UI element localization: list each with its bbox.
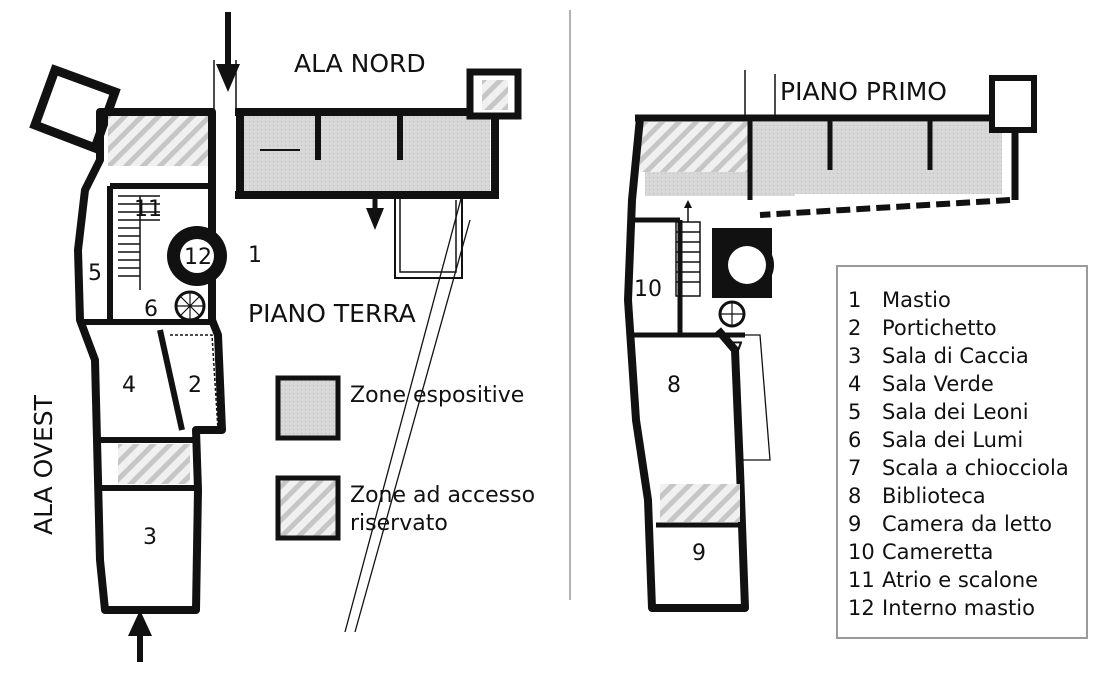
west-reserved-zone-north — [108, 108, 208, 166]
room-number-6: 6 — [144, 297, 158, 322]
key-number: 7 — [848, 456, 861, 480]
first-reserved-zone-south — [660, 484, 740, 522]
ground-floor-plan — [29, 12, 522, 662]
key-name: Sala dei Leoni — [882, 400, 1029, 424]
room-number-5: 5 — [88, 261, 102, 286]
key-number: 3 — [848, 344, 861, 368]
room-number-11: 11 — [134, 197, 162, 222]
room-number-12: 12 — [184, 245, 212, 270]
key-name: Portichetto — [882, 316, 997, 340]
key-number: 9 — [848, 512, 861, 536]
garden-path — [344, 194, 463, 633]
entrance-arrow-south — [128, 610, 152, 662]
key-name: Sala Verde — [882, 372, 994, 396]
label-piano-terra: PIANO TERRA — [248, 299, 416, 328]
first-floor-plan — [624, 70, 1037, 612]
key-number: 12 — [848, 596, 875, 620]
legend-label-exhibit: Zone espositive — [350, 383, 524, 408]
room-key-box — [836, 265, 1088, 639]
key-name: Interno mastio — [882, 596, 1035, 620]
room-number-10: 10 — [634, 277, 662, 302]
key-number: 2 — [848, 316, 861, 340]
key-name: Mastio — [882, 288, 951, 312]
key-name: Scala a chiocciola — [882, 456, 1069, 480]
key-name: Cameretta — [882, 540, 993, 564]
north-wing-walls — [235, 108, 499, 199]
label-ala-ovest: ALA OVEST — [29, 394, 58, 535]
key-number: 8 — [848, 484, 861, 508]
first-north-annex — [989, 75, 1037, 133]
first-reserved-zone-north — [640, 122, 750, 172]
key-number: 6 — [848, 428, 861, 452]
room-number-3: 3 — [143, 525, 157, 550]
key-number: 5 — [848, 400, 861, 424]
north-wing-exhibit-zone — [242, 112, 490, 194]
key-name: Biblioteca — [882, 484, 986, 508]
room-key-list: 1 Mastio 2 Portichetto 3 Sala di Caccia … — [848, 288, 1069, 620]
room-number-7: 7 — [730, 339, 744, 364]
key-number: 11 — [848, 568, 875, 592]
west-wing-walls — [74, 108, 226, 614]
grand-staircase — [118, 195, 160, 290]
legend-label-reserved-line2: riservato — [350, 511, 448, 536]
first-west-wing-walls — [624, 117, 749, 612]
key-number: 1 — [848, 288, 861, 312]
room-number-1: 1 — [248, 243, 262, 268]
key-number: 10 — [848, 540, 875, 564]
key-name: Camera da letto — [882, 512, 1052, 536]
key-name: Atrio e scalone — [882, 568, 1038, 592]
label-piano-primo: PIANO PRIMO — [780, 77, 947, 106]
legend-label-reserved-line1: Zone ad accesso — [350, 483, 535, 508]
entrance-arrow-north — [216, 12, 240, 92]
key-name: Sala dei Lumi — [882, 428, 1023, 452]
northwest-tower — [29, 64, 121, 154]
exit-arrow-north-wing — [366, 192, 384, 230]
room-number-8: 8 — [667, 373, 681, 398]
room-number-9: 9 — [692, 541, 706, 566]
label-ala-nord: ALA NORD — [294, 49, 426, 78]
room-number-4: 4 — [122, 373, 136, 398]
legend-swatch-exhibit — [275, 375, 341, 441]
legend-swatch-reserved — [275, 475, 341, 541]
west-reserved-zone-middle — [118, 444, 190, 484]
key-name: Sala di Caccia — [882, 344, 1029, 368]
key-number: 4 — [848, 372, 861, 396]
room-number-2: 2 — [188, 373, 202, 398]
